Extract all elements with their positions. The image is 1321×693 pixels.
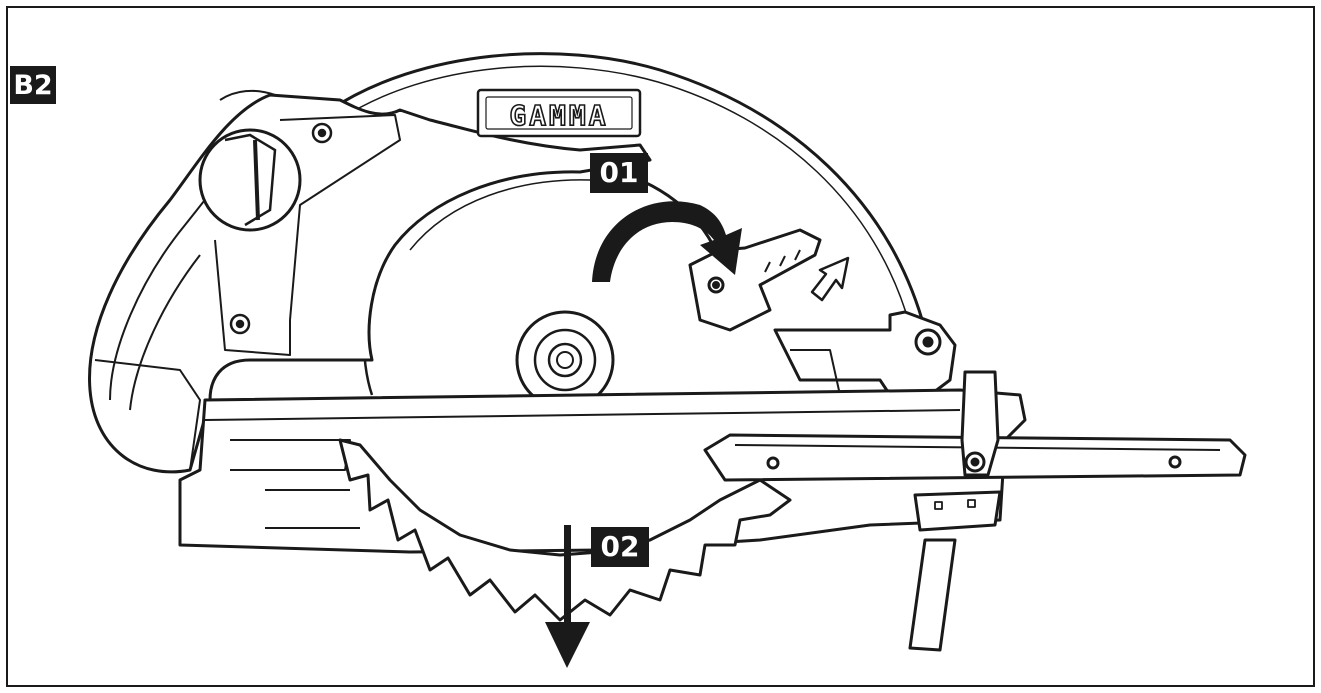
figure-label-text: B2 — [13, 70, 52, 101]
blade-guard — [329, 52, 927, 331]
brand-badge: GAMMA — [476, 88, 642, 138]
housing-screws — [229, 122, 333, 335]
brand-text: GAMMA — [509, 99, 608, 132]
lever-direction-arrow-icon — [810, 256, 850, 302]
figure-label: B2 — [10, 66, 56, 104]
rotate-arrow-icon — [592, 201, 742, 282]
step-label-02: 02 — [591, 527, 649, 567]
arbor-nut — [515, 310, 615, 410]
depth-pivot-bracket — [773, 310, 957, 397]
down-arrow-icon — [545, 525, 590, 668]
step-label-01: 01 — [590, 153, 648, 193]
fence-clamp-knob[interactable] — [960, 370, 1000, 477]
support-leg — [908, 490, 1002, 652]
step-label-01-text: 01 — [600, 156, 639, 189]
front-knob — [198, 128, 302, 232]
step-label-02-text: 02 — [601, 530, 640, 563]
